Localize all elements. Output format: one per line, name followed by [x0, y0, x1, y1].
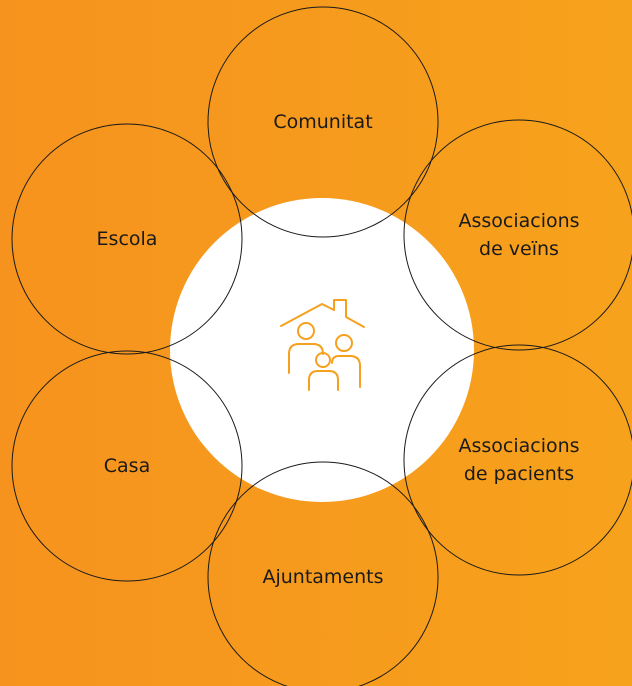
circle-associacions-veins	[403, 119, 632, 351]
circle-escola	[11, 123, 243, 355]
circle-comunitat	[207, 6, 439, 238]
circle-associacions-pacients	[403, 344, 632, 576]
node-label-comunitat: Comunitat	[273, 111, 373, 133]
node-label-associacions-pacients: Associacions de pacients	[458, 435, 580, 485]
node-label-casa: Casa	[103, 455, 151, 477]
family-home-icon	[280, 299, 365, 391]
circle-ajuntaments	[207, 461, 439, 686]
node-label-ajuntaments: Ajuntaments	[262, 566, 384, 588]
circle-casa	[11, 350, 243, 582]
node-label-escola: Escola	[96, 228, 158, 250]
node-label-associacions-veins: Associacions de veïns	[458, 210, 580, 260]
